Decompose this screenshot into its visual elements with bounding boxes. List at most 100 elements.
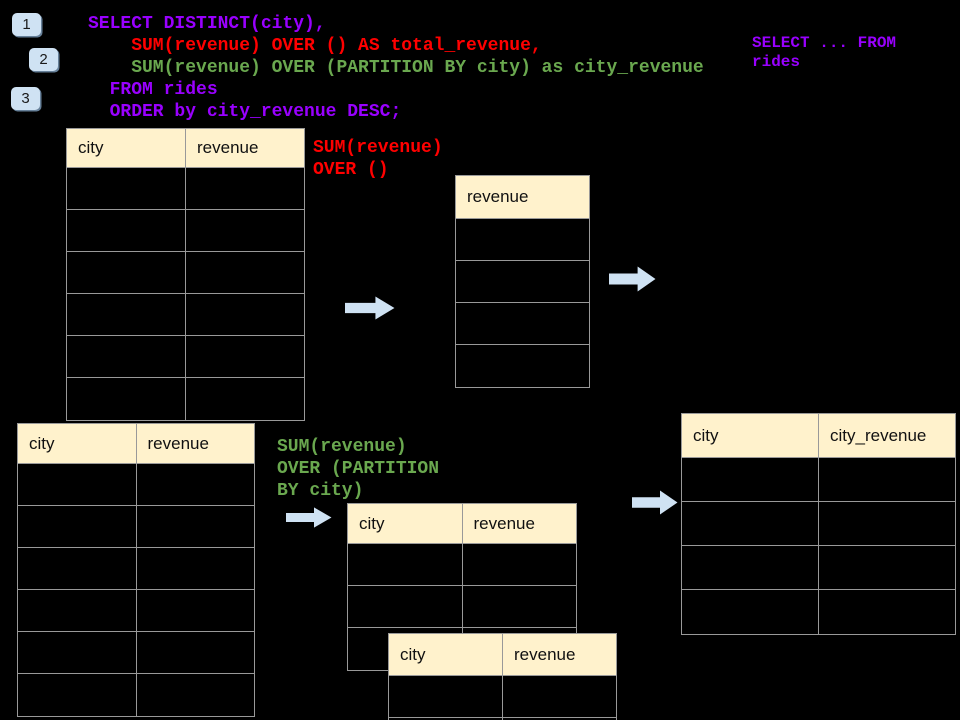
column-header: city_revenue	[830, 425, 927, 445]
table-row	[456, 261, 589, 303]
table-row	[18, 590, 254, 632]
table-cell-empty	[137, 506, 255, 547]
table-cell-empty	[137, 632, 255, 673]
table-cell-empty	[18, 674, 137, 716]
table-cell-empty	[67, 294, 186, 335]
table-row	[67, 294, 304, 336]
table-row	[18, 506, 254, 548]
table-row	[67, 252, 304, 294]
table-cell-empty	[137, 674, 255, 716]
table-cell-empty	[463, 544, 577, 585]
table-cell-empty	[137, 590, 255, 631]
sql-line-order-by: ORDER by city_revenue DESC;	[88, 102, 402, 122]
table-total-revenue-result: revenue	[455, 175, 590, 388]
table-cell-empty	[186, 168, 304, 209]
flow-arrow-source-to-total	[345, 296, 395, 320]
table-cell-empty	[819, 590, 955, 634]
table-row	[682, 502, 955, 546]
step-badge-2: 2	[29, 48, 58, 71]
table-cell-empty	[819, 546, 955, 589]
table-cell-empty	[682, 458, 819, 501]
table-cell-empty	[186, 294, 304, 335]
column-header: revenue	[147, 433, 209, 453]
table-cell-empty	[186, 210, 304, 251]
table-row	[348, 544, 576, 586]
table-cell-empty	[389, 718, 503, 720]
table-cell-empty	[67, 336, 186, 377]
table-row	[682, 546, 955, 590]
table-header-row: city revenue	[67, 129, 304, 168]
sql-line-total-revenue: SUM(revenue) OVER () AS total_revenue,	[88, 36, 542, 56]
table-cell-empty	[456, 219, 589, 260]
column-header: revenue	[197, 138, 259, 157]
table-header-row: city revenue	[348, 504, 576, 544]
right-arrow-icon	[345, 296, 395, 320]
table-row	[67, 210, 304, 252]
column-header: city	[389, 634, 503, 675]
table-row	[389, 718, 616, 720]
table-cell-empty	[18, 548, 137, 589]
table-row	[67, 168, 304, 210]
column-header: revenue	[473, 513, 535, 533]
table-cell-empty	[348, 586, 463, 627]
table-partition-group-back: city revenue	[347, 503, 577, 671]
column-header: revenue	[514, 644, 576, 664]
sql-line-city-revenue: SUM(revenue) OVER (PARTITION BY city) as…	[88, 58, 704, 78]
table-row	[682, 458, 955, 502]
table-cell-empty	[456, 303, 589, 344]
column-header: city	[67, 129, 186, 167]
table-cell-empty	[682, 546, 819, 589]
table-row	[67, 378, 304, 420]
step-badge-3: 3	[11, 87, 40, 110]
side-note-select-from-rides: SELECT ... FROM rides	[752, 34, 897, 71]
table-cell-empty	[186, 378, 304, 420]
table-cell-empty	[67, 252, 186, 293]
column-header: city	[18, 424, 137, 463]
table-cell-empty	[456, 345, 589, 387]
table-header-row: city revenue	[18, 424, 254, 464]
table-row	[18, 548, 254, 590]
table-cell-empty	[67, 210, 186, 251]
table-partition-group-front: city revenue	[388, 633, 617, 720]
table-row	[348, 586, 576, 628]
table-row	[456, 345, 589, 387]
flow-arrow-source-to-partition	[286, 507, 332, 528]
table-row	[456, 303, 589, 345]
sql-code-block: SELECT DISTINCT(city), SUM(revenue) OVER…	[88, 13, 704, 123]
table-cell-empty	[18, 590, 137, 631]
table-cell-empty	[682, 590, 819, 634]
table-row	[456, 219, 589, 261]
table-cell-empty	[682, 502, 819, 545]
table-header-row: city revenue	[389, 634, 616, 676]
table-row	[18, 632, 254, 674]
table-cell-empty	[186, 336, 304, 377]
table-rides-source-bottom: city revenue	[17, 423, 255, 717]
sql-line-from: FROM rides	[88, 80, 218, 100]
right-arrow-icon	[286, 507, 332, 528]
table-header-row: revenue	[456, 176, 589, 219]
step-badge-1: 1	[12, 13, 41, 36]
table-row	[67, 336, 304, 378]
table-cell-empty	[67, 378, 186, 420]
table-cell-empty	[819, 502, 955, 545]
flow-arrow-partition-to-result	[632, 490, 678, 515]
column-header: city	[348, 504, 463, 543]
table-cell-empty	[463, 586, 577, 627]
table-cell-empty	[186, 252, 304, 293]
table-cell-empty	[503, 676, 616, 717]
table-cell-empty	[137, 464, 255, 505]
table-row	[389, 676, 616, 718]
table-cell-empty	[67, 168, 186, 209]
sql-line-select: SELECT DISTINCT(city),	[88, 14, 326, 34]
table-cell-empty	[348, 544, 463, 585]
flow-arrow-total-out	[609, 266, 656, 292]
table-row	[682, 590, 955, 634]
table-row	[18, 674, 254, 716]
table-cell-empty	[456, 261, 589, 302]
right-arrow-icon	[609, 266, 656, 292]
right-arrow-icon	[632, 490, 678, 515]
table-rides-source-top: city revenue	[66, 128, 305, 421]
